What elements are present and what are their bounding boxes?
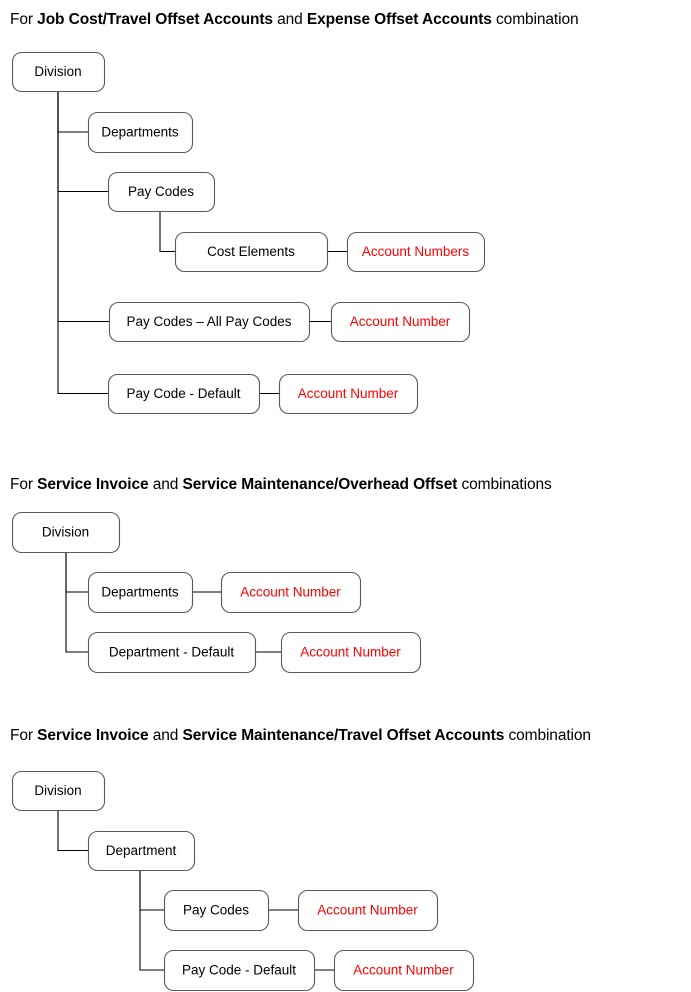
node-label: Account Number	[350, 314, 451, 329]
node-d3-department[interactable]: Department	[87, 830, 196, 872]
node-label: Division	[42, 525, 89, 540]
node-label: Account Number	[317, 903, 418, 918]
heading-bold-1: Job Cost/Travel Offset Accounts	[37, 11, 273, 28]
node-box	[163, 889, 270, 932]
node-box	[330, 301, 471, 343]
heading-bold-2: Expense Offset Accounts	[306, 11, 492, 28]
node-d1-paycodes[interactable]: Pay Codes	[107, 171, 216, 213]
node-box	[297, 889, 439, 932]
node-box	[278, 373, 419, 415]
heading-prefix: For	[10, 11, 38, 28]
node-box	[108, 301, 311, 343]
heading-suffix: combination	[491, 11, 579, 28]
node-box	[163, 949, 316, 992]
heading-bold-1: Service Invoice	[37, 476, 149, 493]
node-label: Division	[34, 783, 81, 798]
node-label: Pay Codes	[128, 184, 194, 199]
node-label: Departments	[101, 585, 179, 600]
heading-prefix: For	[10, 727, 38, 744]
node-d3-division[interactable]: Division	[11, 770, 106, 812]
node-d2-accountnumber-1[interactable]: Account Number	[220, 571, 362, 614]
section-heading-1: For Job Cost/Travel Offset Accounts and …	[10, 10, 579, 30]
node-d1-paycodes-all[interactable]: Pay Codes – All Pay Codes	[108, 301, 311, 343]
heading-middle: and	[148, 476, 183, 493]
node-d2-departments[interactable]: Departments	[87, 571, 194, 614]
section-heading-2: For Service Invoice and Service Maintena…	[10, 475, 552, 495]
connector-d3-department-to-d3-paycode-default	[139, 870, 164, 971]
node-label: Department	[106, 843, 177, 858]
node-label: Account Number	[353, 963, 454, 978]
node-label: Department - Default	[109, 645, 235, 660]
node-label: Account Numbers	[362, 244, 470, 259]
heading-suffix: combination	[504, 727, 591, 744]
node-d1-accountnumbers[interactable]: Account Numbers	[346, 231, 486, 273]
node-label: Pay Code - Default	[182, 963, 296, 978]
node-d1-accountnumber-2[interactable]: Account Number	[278, 373, 419, 415]
node-label: Division	[34, 64, 81, 79]
node-box	[87, 111, 194, 154]
connector-d1-division-to-d1-paycode-default	[57, 91, 108, 395]
node-label: Cost Elements	[207, 244, 295, 259]
heading-middle: and	[272, 11, 307, 28]
node-box	[107, 373, 261, 415]
node-d1-paycode-default[interactable]: Pay Code - Default	[107, 373, 261, 415]
node-box	[87, 830, 196, 872]
node-d3-paycode-default[interactable]: Pay Code - Default	[163, 949, 316, 992]
node-d1-division[interactable]: Division	[11, 51, 106, 93]
connector-d2-division-to-d2-departments	[65, 552, 88, 593]
node-d3-paycodes[interactable]: Pay Codes	[163, 889, 270, 932]
heading-bold-2: Service Maintenance/Overhead Offset	[182, 476, 458, 493]
node-box	[174, 231, 329, 273]
node-box	[87, 571, 194, 614]
node-label: Account Number	[298, 386, 399, 401]
connector-d2-division-to-d2-department-default	[65, 552, 88, 653]
node-label: Pay Codes – All Pay Codes	[126, 314, 291, 329]
heading-suffix: combinations	[457, 476, 552, 493]
node-box	[107, 171, 216, 213]
node-box	[11, 51, 106, 93]
connector-d1-division-to-d1-departments	[57, 91, 88, 133]
node-label: Account Number	[300, 645, 401, 660]
heading-bold-2: Service Maintenance/Travel Offset Accoun…	[182, 727, 505, 744]
heading-middle: and	[148, 727, 183, 744]
node-box	[11, 511, 121, 554]
node-label: Departments	[101, 125, 179, 140]
connector-d3-department-to-d3-paycodes	[139, 870, 164, 911]
node-d1-accountnumber-1[interactable]: Account Number	[330, 301, 471, 343]
node-d3-accountnumber-1[interactable]: Account Number	[297, 889, 439, 932]
node-box	[333, 949, 475, 992]
node-box	[280, 631, 422, 674]
node-d2-accountnumber-2[interactable]: Account Number	[280, 631, 422, 674]
node-d2-department-default[interactable]: Department - Default	[87, 631, 257, 674]
heading-bold-1: Service Invoice	[37, 727, 149, 744]
node-box	[220, 571, 362, 614]
node-label: Account Number	[240, 585, 341, 600]
node-d1-departments[interactable]: Departments	[87, 111, 194, 154]
node-d3-accountnumber-2[interactable]: Account Number	[333, 949, 475, 992]
node-d1-costelements[interactable]: Cost Elements	[174, 231, 329, 273]
node-label: Pay Code - Default	[126, 386, 240, 401]
section-heading-3: For Service Invoice and Service Maintena…	[10, 726, 591, 746]
node-label: Pay Codes	[183, 903, 249, 918]
node-d2-division[interactable]: Division	[11, 511, 121, 554]
connector-d1-paycodes-to-d1-costelements	[159, 211, 175, 253]
connector-d3-division-to-d3-department	[57, 810, 88, 852]
heading-prefix: For	[10, 476, 38, 493]
node-box	[11, 770, 106, 812]
node-box	[346, 231, 486, 273]
node-box	[87, 631, 257, 674]
